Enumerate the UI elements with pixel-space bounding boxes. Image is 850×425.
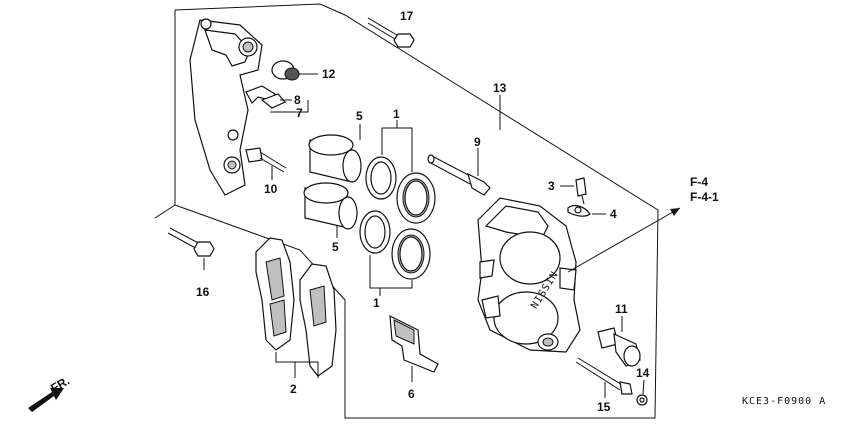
ref-f4-1: F-4-1 (690, 190, 719, 204)
direction-label: FR. (48, 374, 72, 396)
callout-17: 17 (400, 9, 414, 23)
bolt-17 (367, 17, 415, 48)
callout-7: 7 (296, 106, 303, 120)
callout-2: 2 (290, 382, 297, 396)
leader-14 (642, 379, 645, 395)
boot-12 (271, 60, 300, 81)
bracket-1-bot (369, 255, 413, 289)
callout-3: 3 (548, 179, 555, 193)
outline-lead (154, 204, 176, 219)
piston-upper (308, 134, 362, 183)
bracket-2 (275, 352, 319, 378)
callout-4: 4 (610, 207, 617, 221)
pin-15 (575, 357, 633, 395)
pin-10 (245, 147, 287, 173)
seals-upper (365, 156, 436, 224)
callout-14: 14 (636, 366, 650, 380)
bolt-11 (597, 327, 641, 367)
callout-1-top: 1 (393, 107, 400, 121)
pad-spring-8 (245, 85, 286, 109)
diagram-code: KCE3-F0900 A (742, 396, 826, 407)
pad-retainer-6 (389, 314, 439, 373)
slide-pin-9 (427, 154, 491, 196)
bleed-valve-3 (575, 177, 587, 205)
piston-lower (303, 182, 358, 230)
callout-13: 13 (493, 81, 507, 95)
brake-pad-a (255, 237, 295, 351)
ref-arrow-head (670, 208, 680, 216)
callout-11: 11 (615, 302, 628, 316)
seals-lower (359, 210, 431, 280)
callout-9: 9 (474, 135, 481, 149)
callout-5-bot: 5 (332, 240, 339, 254)
front-direction-arrow (28, 388, 64, 412)
ref-f4: F-4 (690, 175, 708, 189)
callout-12: 12 (322, 67, 336, 81)
callout-16: 16 (196, 285, 210, 299)
caliper-bracket (189, 18, 263, 196)
callout-5-top: 5 (356, 109, 363, 123)
callout-15: 15 (597, 400, 611, 414)
callout-10: 10 (264, 182, 278, 196)
callout-8: 8 (294, 93, 301, 107)
clip-14 (636, 394, 648, 406)
caliper-body (477, 197, 581, 353)
bolt-16 (167, 227, 215, 257)
ref-arrow-line (567, 207, 681, 273)
leader-7 (270, 100, 309, 113)
cap-4 (567, 204, 591, 217)
brake-pad-b (299, 263, 337, 377)
callout-6: 6 (408, 387, 415, 401)
callout-1-bot: 1 (373, 296, 380, 310)
assembly-outline (174, 3, 659, 419)
